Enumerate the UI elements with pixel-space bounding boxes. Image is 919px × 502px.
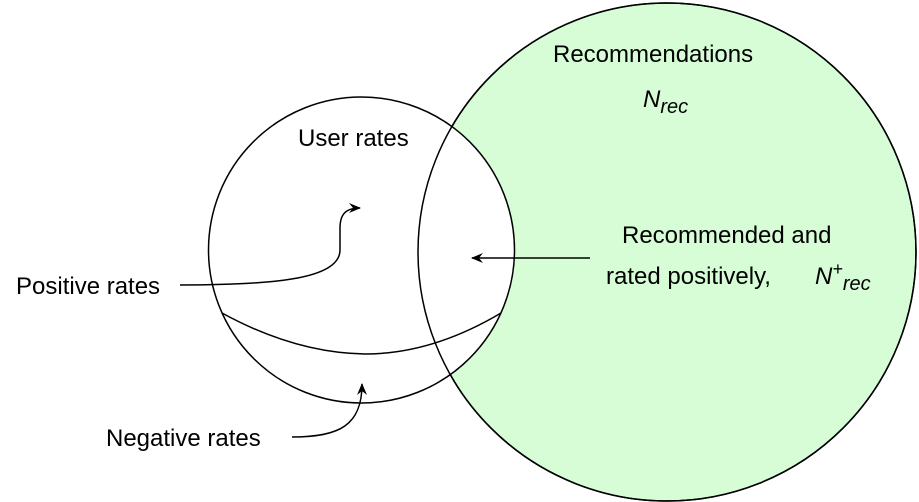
negative-rates-label: Negative rates [106, 425, 261, 452]
user-rates-circle [207, 96, 516, 404]
user-rates-label: User rates [298, 125, 409, 152]
n-plus-rec-label: N+rec [815, 259, 871, 295]
recommended-label-line2: rated positively, [606, 263, 771, 290]
n-rec-label: Nrec [643, 86, 688, 118]
recommended-label-line1: Recommended and [622, 222, 831, 249]
negative-rates-arrow [291, 383, 367, 438]
positive-rates-arrow [179, 203, 361, 286]
recommendations-circle-edge [417, 2, 917, 502]
positive-rates-label: Positive rates [16, 273, 160, 300]
positive-negative-divider [221, 312, 502, 355]
recommendations-label: Recommendations [553, 41, 753, 68]
